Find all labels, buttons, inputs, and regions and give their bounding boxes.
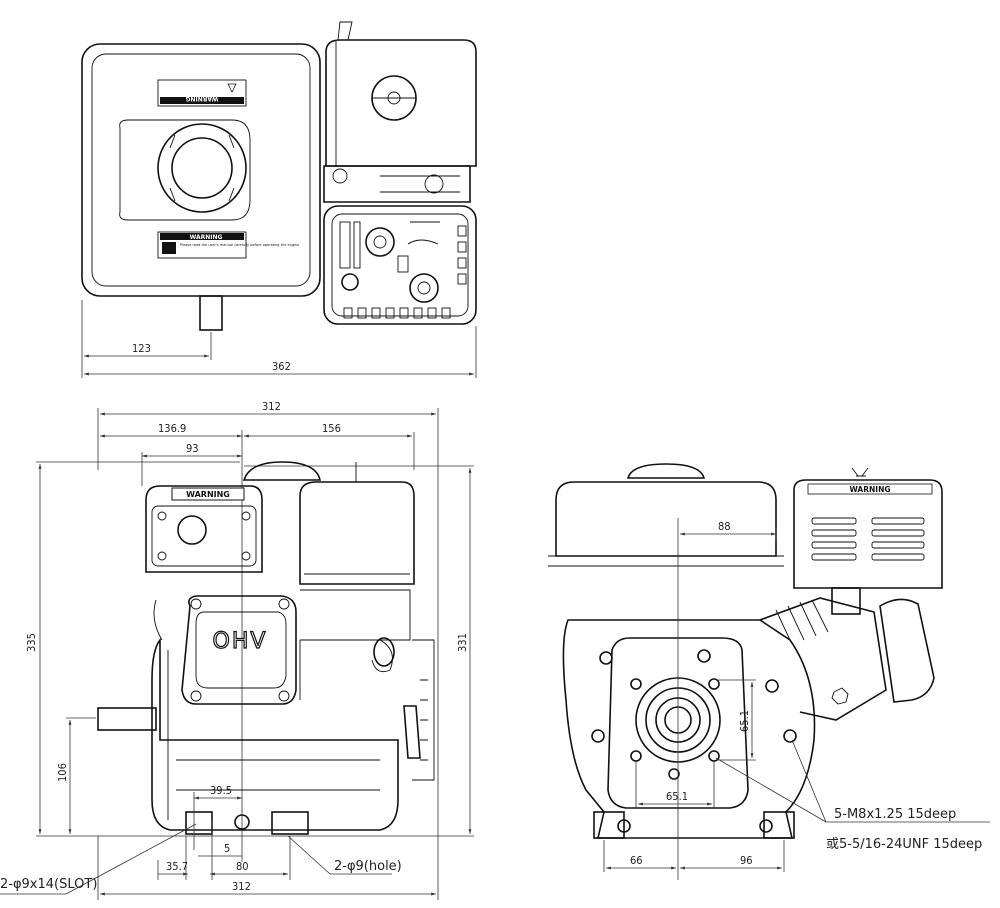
warning-label-bottom [157, 231, 247, 259]
dim-362: 362 [272, 360, 291, 373]
side-view: WARNING [548, 463, 990, 880]
svg-text:Please read the user's manual: Please read the user's manual carefully … [180, 243, 299, 247]
dim-65-1-horizontal: 65.1 [666, 790, 688, 803]
air-cleaner-front [145, 485, 263, 573]
dim-35-7: 35.7 [166, 860, 188, 873]
crankcase-side [562, 619, 816, 839]
dim-156: 156 [322, 422, 341, 435]
svg-text:WARNING: WARNING [186, 490, 230, 499]
svg-text:WARNING: WARNING [190, 234, 223, 241]
dim-312-bottom: 312 [232, 880, 251, 893]
callout-hole: 2-φ9(hole) [334, 859, 402, 874]
dim-80: 80 [236, 860, 249, 873]
dim-106: 106 [56, 763, 69, 782]
front-view: 312 136.9 156 93 335 331 106 WARNING [0, 400, 474, 900]
air-cleaner-side [793, 479, 943, 589]
fuel-cap [157, 123, 247, 213]
crankcase [151, 637, 399, 831]
fuel-tank-front [299, 481, 415, 585]
callout-unf-thread: 或5-5/16-24UNF 15deep [826, 837, 982, 852]
dim-66: 66 [630, 854, 643, 867]
dim-96: 96 [740, 854, 753, 867]
svg-text:WARNING: WARNING [186, 95, 219, 102]
ohv-text: OHV [213, 629, 268, 654]
output-shaft [97, 707, 157, 731]
dim-93: 93 [186, 442, 199, 455]
callout-slot: 2-φ9x14(SLOT) [0, 877, 97, 892]
dim-335: 335 [25, 633, 38, 652]
cylinder-head [181, 595, 297, 705]
dim-5: 5 [224, 842, 230, 855]
fuel-tank-side [555, 481, 777, 557]
bolt-holes [591, 649, 797, 833]
dim-123: 123 [132, 342, 151, 355]
warning-label-top [157, 79, 247, 107]
dim-312-top: 312 [262, 400, 281, 413]
dim-88: 88 [718, 520, 731, 533]
top-view: WARNING WARNING Please read the user's m… [81, 21, 477, 378]
svg-text:WARNING: WARNING [849, 485, 890, 494]
dim-39-5: 39.5 [210, 784, 232, 797]
air-cleaner [325, 39, 477, 167]
dim-65-1-vertical: 65.1 [738, 710, 751, 732]
dim-136-9: 136.9 [158, 422, 186, 435]
callout-metric-thread: 5-M8x1.25 15deep [834, 807, 956, 822]
crankshaft [199, 295, 223, 331]
recoil-starter [323, 205, 477, 325]
dim-331: 331 [456, 633, 469, 652]
